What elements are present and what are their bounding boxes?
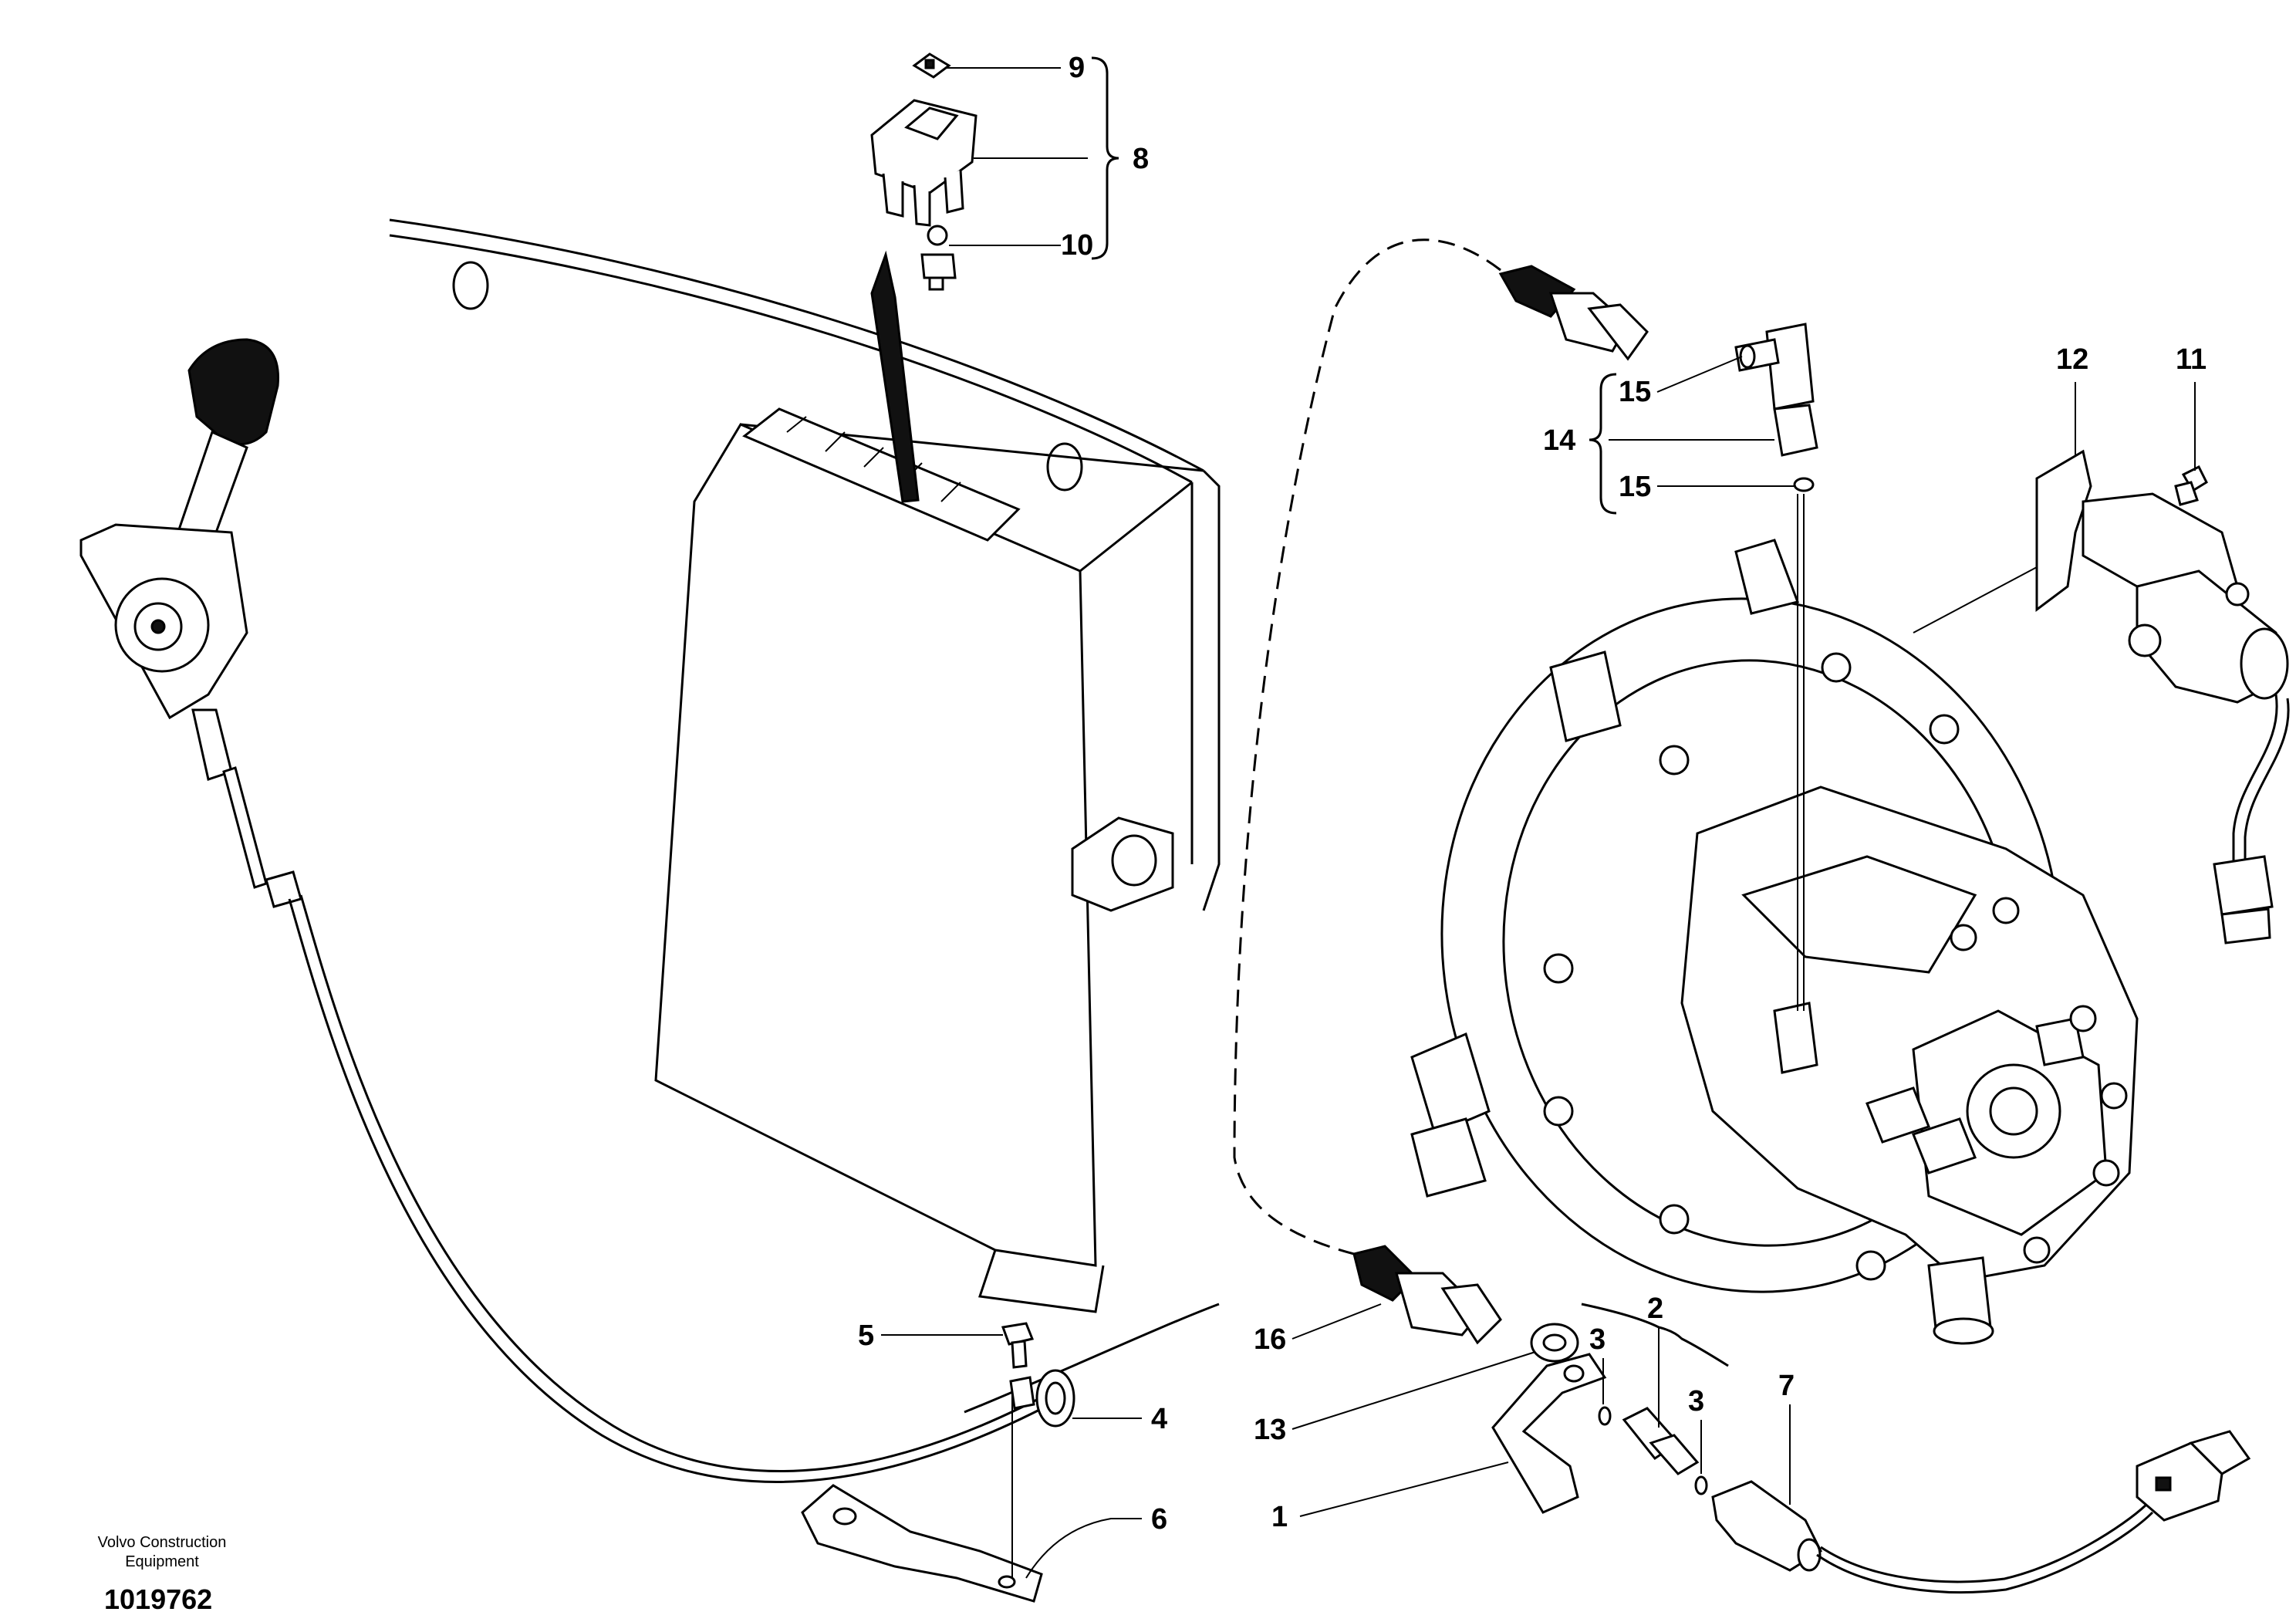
reference-number: 1019762 bbox=[104, 1583, 212, 1615]
callout-2: 2 bbox=[1647, 1293, 1663, 1325]
leader-lines bbox=[881, 56, 2196, 1579]
callout-11: 11 bbox=[2176, 343, 2207, 376]
callout-14: 14 bbox=[1543, 424, 1575, 457]
brand-line-2: Equipment bbox=[125, 1553, 199, 1570]
control-cable bbox=[288, 894, 1065, 1483]
callout-3-right: 3 bbox=[1688, 1385, 1704, 1418]
callout-4: 4 bbox=[1151, 1403, 1167, 1435]
hand-lever-assembly bbox=[79, 338, 302, 908]
callout-12: 12 bbox=[2056, 343, 2088, 376]
callout-1: 1 bbox=[1271, 1501, 1288, 1533]
brand-block: Volvo Construction Equipment 1019762 bbox=[98, 1534, 227, 1615]
hose-route-dashed bbox=[1233, 238, 1501, 1255]
callout-16: 16 bbox=[1254, 1323, 1286, 1356]
cab-console-panel bbox=[389, 218, 1221, 1414]
callout-9: 9 bbox=[1069, 52, 1085, 84]
install-arrow bbox=[870, 250, 920, 503]
callout-15-lower: 15 bbox=[1619, 471, 1651, 503]
rocker-switch-assembly bbox=[870, 52, 977, 291]
callout-6: 6 bbox=[1151, 1503, 1167, 1536]
hydraulic-pump bbox=[1410, 539, 2139, 1345]
callout-15-upper: 15 bbox=[1619, 376, 1651, 408]
hose-and-fittings bbox=[1352, 265, 2251, 1594]
callout-3-left: 3 bbox=[1589, 1323, 1606, 1356]
solenoid-assembly bbox=[2035, 449, 2290, 944]
brand-line-1: Volvo Construction bbox=[98, 1534, 227, 1551]
callout-7: 7 bbox=[1778, 1370, 1795, 1402]
cable-clamp-part-4 bbox=[1009, 1369, 1075, 1428]
callout-5: 5 bbox=[858, 1320, 874, 1352]
callout-13: 13 bbox=[1254, 1414, 1286, 1446]
callout-8: 8 bbox=[1133, 143, 1149, 175]
bracket-part-6 bbox=[801, 1389, 1043, 1603]
callout-labels: 9 8 10 12 11 15 14 15 16 13 1 2 3 3 7 5 … bbox=[858, 52, 2207, 1536]
bolt-part-5 bbox=[1001, 1322, 1035, 1369]
callout-10: 10 bbox=[1061, 229, 1093, 262]
